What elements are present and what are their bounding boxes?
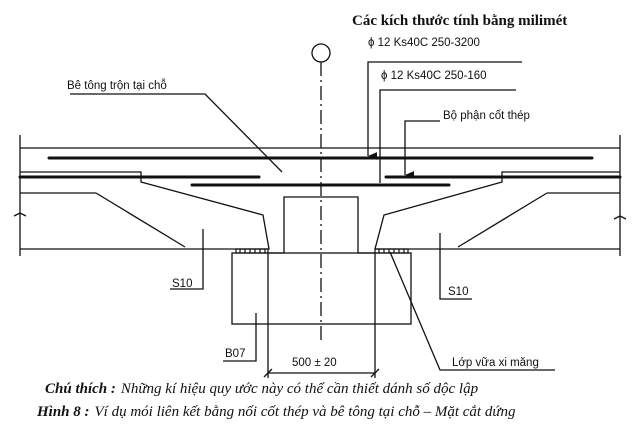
label-b07: B07 — [225, 348, 245, 360]
figure-text: Ví dụ mói liên kết bằng nối cốt thép và … — [95, 404, 517, 420]
dimension-line — [263, 253, 380, 378]
mortar-layer — [235, 248, 409, 254]
label-steel-part: Bộ phận cốt thép — [443, 110, 530, 122]
label-s10-right: S10 — [448, 286, 468, 298]
label-rebar-top: ϕ 12 Ks40C 250-3200 — [368, 37, 480, 49]
figure-caption: Hình 8 : Ví dụ mói liên kết bằng nối cốt … — [36, 404, 516, 420]
note-label: Chú thích : — [45, 381, 116, 397]
note-text: Những kí hiệu quy ước này có thể cần thi… — [120, 381, 479, 397]
slab-outline — [13, 135, 627, 325]
dimension-value: 500 ± 20 — [292, 357, 337, 369]
label-cast-in-place: Bê tông trộn tại chỗ — [67, 79, 167, 92]
label-mortar: Lớp vữa xi măng — [452, 357, 539, 369]
label-rebar-mid: ϕ 12 Ks40C 250-160 — [381, 70, 487, 82]
label-s10-left: S10 — [172, 278, 192, 290]
beam-b07 — [231, 252, 412, 325]
axis-circle — [311, 43, 331, 63]
units-note: Các kích thước tính bằng milimét — [352, 13, 567, 29]
figure-label: Hình 8 : — [36, 404, 90, 420]
rebars — [18, 156, 622, 187]
note-caption: Chú thích :Những kí hiệu quy ước này có … — [45, 381, 479, 397]
